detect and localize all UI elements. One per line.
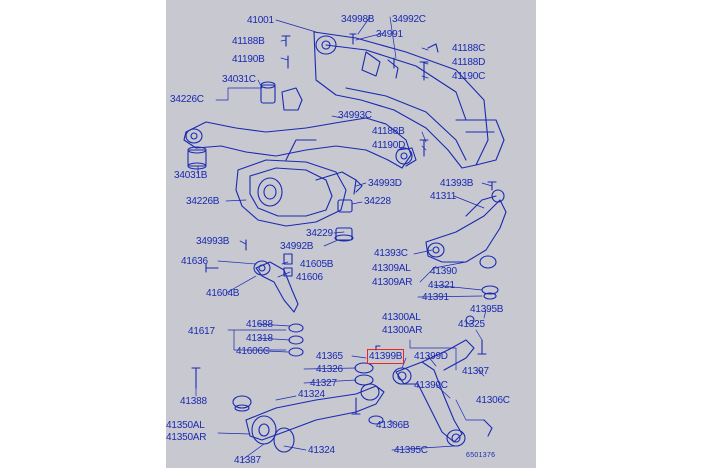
rear-crossmember <box>313 31 505 169</box>
callout-label: 41324 <box>308 445 335 456</box>
callout-label: 41393C <box>374 248 408 259</box>
callout-label: 41606C <box>236 346 270 357</box>
callout-label: 41188C <box>452 43 486 54</box>
callout-label: 41388 <box>180 396 207 407</box>
callout-label: 41300AR <box>382 325 423 336</box>
callout-label: 41190D <box>372 140 406 151</box>
callout-label: 41321 <box>428 280 455 291</box>
leader-lines <box>195 16 493 461</box>
callout-label: 41188B <box>232 36 265 47</box>
callout-label: 34993C <box>338 110 372 121</box>
callout-label: 41604B <box>206 288 240 299</box>
callout-label: 41636 <box>181 256 208 267</box>
callout-label: 34226C <box>170 94 204 105</box>
callout-label: 41605B <box>300 259 334 270</box>
callout-label: 34993B <box>196 236 230 247</box>
callout-label: 41190C <box>452 71 486 82</box>
callout-label: 41399C <box>414 380 448 391</box>
callout-label: 41327 <box>310 378 337 389</box>
callout-label: 34031C <box>222 74 256 85</box>
callout-label: 34228 <box>364 196 391 207</box>
parts-drawing <box>183 16 507 461</box>
callout-label: 41397 <box>462 366 489 377</box>
callout-label: 41311 <box>430 191 457 202</box>
callout-label: 34992C <box>392 14 426 25</box>
highlighted-part-41399B[interactable]: 41399B <box>366 349 405 364</box>
callout-label: 41188D <box>452 57 486 68</box>
callout-label: 41309AR <box>372 277 413 288</box>
differential-housing <box>235 139 357 227</box>
callout-label: 34226B <box>186 196 220 207</box>
toe-control-arm <box>253 253 304 357</box>
callout-label: 41399D <box>414 351 448 362</box>
callout-label: 41001 <box>247 15 274 26</box>
callout-label: 41365 <box>316 351 343 362</box>
callout-label: 41309AL <box>372 263 411 274</box>
drawing-number: 6501376 <box>466 452 496 459</box>
differential-member <box>183 117 413 169</box>
callout-label: 34992B <box>280 241 314 252</box>
callout-label: 41326 <box>316 364 343 375</box>
callout-label: 41324 <box>298 389 325 400</box>
callout-label: 41391 <box>422 292 449 303</box>
callout-label: 41350AL <box>166 420 205 431</box>
callout-label: 41606 <box>296 272 323 283</box>
upper-bushings <box>260 81 303 111</box>
lower-arm-left <box>191 362 385 453</box>
callout-label: 41688 <box>246 319 273 330</box>
callout-label: 41617 <box>188 326 215 337</box>
callout-label: 41395B <box>470 304 504 315</box>
side-bushing <box>187 146 207 170</box>
callout-label: 41387 <box>234 455 261 466</box>
callout-label: 41390 <box>430 266 457 277</box>
centre-mounts <box>334 147 417 242</box>
callout-label: 34991 <box>376 29 403 40</box>
callout-label: 41306C <box>476 395 510 406</box>
callout-label: 41300AL <box>382 312 421 323</box>
callout-label: 41393B <box>440 178 474 189</box>
callout-label: 34031B <box>174 170 208 181</box>
callout-label: 41188B <box>372 126 405 137</box>
callout-label: 41306B <box>376 420 410 431</box>
parts-diagram-panel: 41001 34998B 34992C 41188B 34991 41188C … <box>166 0 536 468</box>
callout-label: 34229 <box>306 228 333 239</box>
callout-label: 41325 <box>458 319 485 330</box>
callout-label: 41395C <box>394 445 428 456</box>
callout-label: 34993D <box>368 178 402 189</box>
callout-label: 41318 <box>246 333 273 344</box>
callout-label: 34998B <box>341 14 375 25</box>
lower-arm-right <box>368 315 493 447</box>
callout-label: 41190B <box>232 54 265 65</box>
callout-label: 41350AR <box>166 432 207 443</box>
